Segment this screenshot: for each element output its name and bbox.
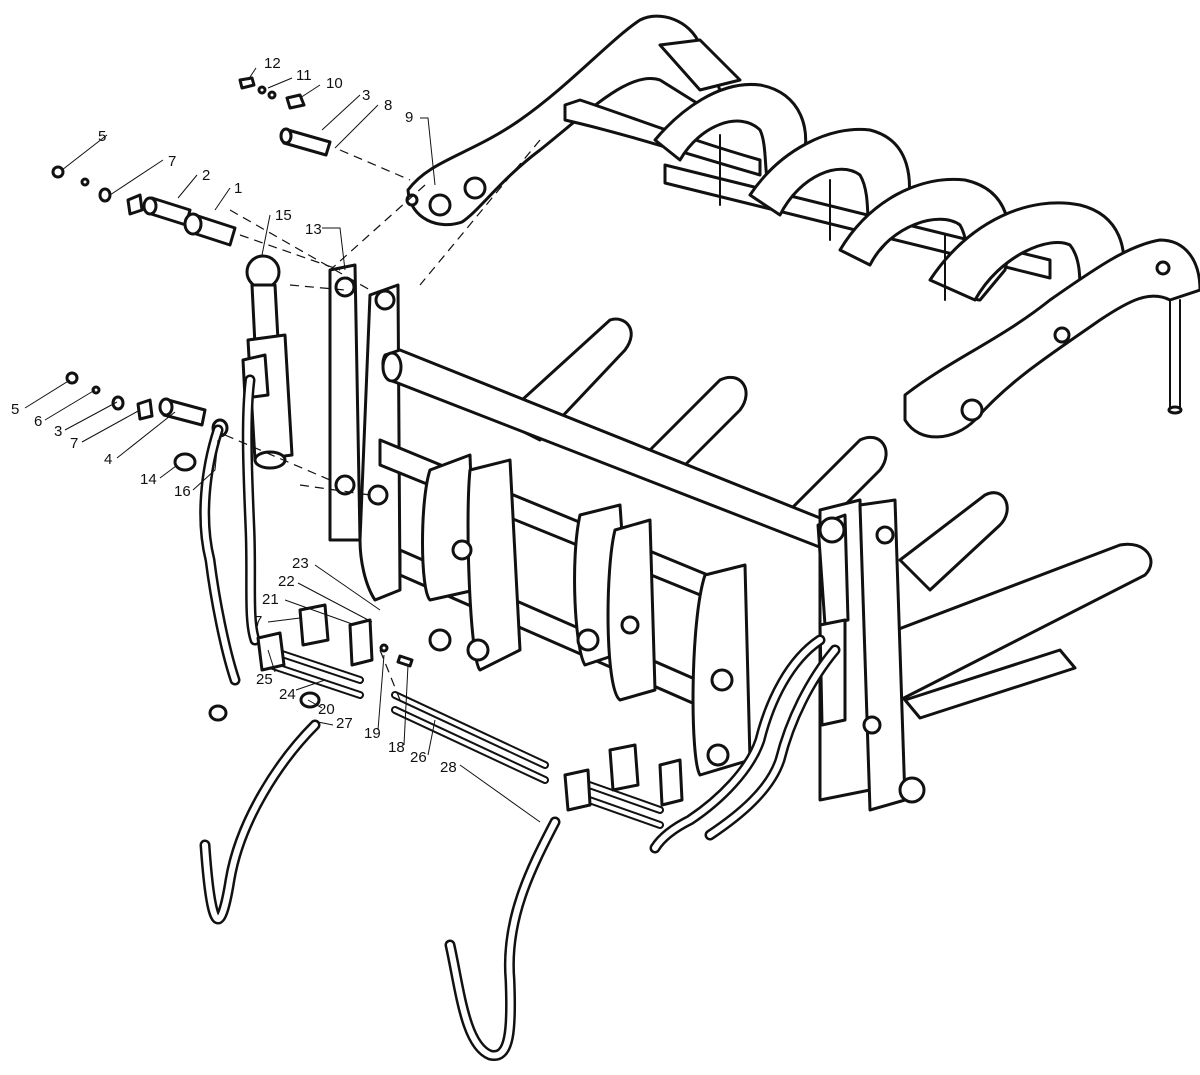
- callout-11: 11: [296, 67, 312, 84]
- pin-hardware-lower: [65, 371, 229, 472]
- alignment-lines: [224, 139, 541, 701]
- callout-23: 23: [292, 555, 309, 572]
- callout-10: 10: [326, 75, 343, 92]
- fork-frame-assembly: [328, 263, 1153, 812]
- callout-14: 14: [140, 471, 157, 488]
- callout-1: 1: [234, 180, 242, 197]
- callout-8: 8: [384, 97, 392, 114]
- grapple-arm-assembly: [405, 14, 1200, 439]
- callout-9: 9: [405, 109, 413, 126]
- callout-18: 18: [388, 739, 405, 756]
- callout-7-lower: 7: [70, 435, 78, 452]
- callout-3-upper: 3: [362, 87, 370, 104]
- callout-13: 13: [305, 221, 322, 238]
- callout-3-lower: 3: [54, 423, 62, 440]
- callout-25: 25: [256, 671, 273, 688]
- callout-16: 16: [174, 483, 191, 500]
- callout-22: 22: [278, 573, 295, 590]
- callout-5-upper: 5: [98, 128, 106, 145]
- callout-labels: 12 11 10 3 8 9 5 7 2 1 15 13 5 6 3 7 4 1…: [11, 55, 457, 776]
- callout-15: 15: [275, 207, 292, 224]
- callout-27: 27: [336, 715, 353, 732]
- callout-26: 26: [410, 749, 427, 766]
- callout-7-bracket: 7: [254, 613, 262, 630]
- steel-tubes-and-brackets: [208, 603, 684, 829]
- callout-7-upper: 7: [168, 153, 176, 170]
- callout-24: 24: [279, 686, 296, 703]
- callout-2: 2: [202, 167, 210, 184]
- callout-19: 19: [364, 725, 381, 742]
- pin-hardware-upper: [51, 76, 332, 247]
- callout-12: 12: [264, 55, 281, 72]
- callout-21: 21: [262, 591, 279, 608]
- callout-20: 20: [318, 701, 335, 718]
- hydraulic-hoses: [199, 374, 841, 1061]
- callout-leaders: [24, 67, 541, 823]
- callout-5-lower: 5: [11, 401, 19, 418]
- callout-28: 28: [440, 759, 457, 776]
- callout-6: 6: [34, 413, 42, 430]
- callout-4: 4: [104, 451, 112, 468]
